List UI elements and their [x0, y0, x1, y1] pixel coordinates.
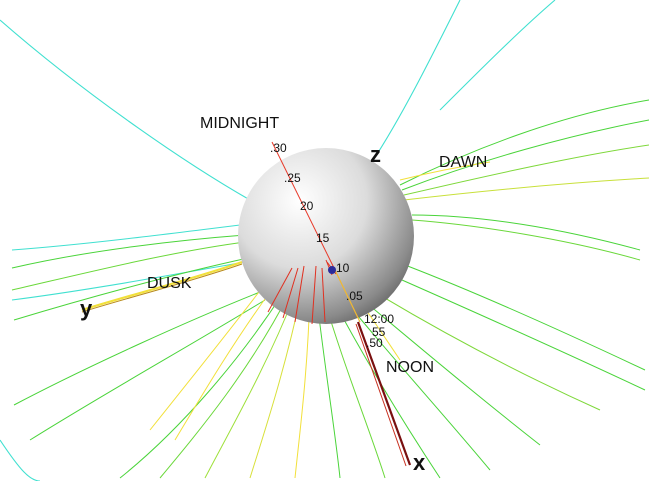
cyan-field-line — [0, 19, 251, 201]
dawn-field-line — [403, 177, 649, 201]
dusk-field-line — [11, 234, 246, 269]
dawn-field-line — [401, 279, 646, 391]
fan-field-line — [119, 289, 286, 479]
noon-track-dark — [356, 321, 412, 466]
time-tick: 12:00 — [364, 312, 394, 326]
time-tick: 15 — [316, 231, 330, 245]
midnight-label: MIDNIGHT — [200, 115, 279, 132]
fan-field-line — [354, 279, 601, 411]
fan-field-line — [159, 291, 291, 479]
fan-field-line — [174, 291, 271, 441]
time-tick: 10 — [336, 261, 350, 275]
dawn-field-line — [401, 119, 649, 191]
time-tick: 55 — [372, 325, 386, 339]
cyan-field-lines — [0, 0, 556, 481]
midnight-track — [271, 141, 335, 269]
time-tick: 20 — [300, 199, 314, 213]
dawn-field-line — [403, 144, 649, 196]
time-tick: .50 — [366, 336, 383, 350]
y-axis-label: y — [80, 296, 93, 321]
red-footprint-line — [294, 265, 305, 323]
noon-track-dark-edge — [355, 323, 407, 467]
dusk-field-line — [29, 299, 266, 441]
dusk-field-line — [11, 241, 246, 291]
spacecraft-marker — [328, 266, 336, 274]
dusk-field-lines — [11, 234, 266, 441]
red-footprint-line — [267, 267, 293, 313]
cyan-field-line — [0, 439, 41, 481]
dawn-field-lines — [399, 99, 649, 391]
fan-field-line — [204, 291, 297, 479]
dusk-field-line — [13, 257, 249, 321]
cyan-field-line — [439, 0, 556, 111]
cyan-field-line — [11, 261, 246, 301]
dawn-field-line — [404, 264, 646, 371]
dawn-label: DAWN — [439, 154, 487, 171]
cyan-field-line — [11, 224, 241, 251]
earth-sphere — [238, 148, 414, 324]
dawn-field-line — [411, 219, 641, 261]
dusk-field-line — [81, 260, 243, 312]
dawn-field-line — [411, 214, 641, 251]
cyan-field-line — [369, 0, 461, 166]
time-tick: .05 — [346, 289, 363, 303]
dawn-field-line — [399, 161, 491, 181]
time-tick: .30 — [270, 141, 287, 155]
red-footprint-line — [311, 265, 317, 325]
dawn-field-line — [399, 99, 649, 186]
fan-field-line — [149, 287, 263, 431]
dusk-field-line — [81, 263, 243, 313]
red-footprint-line — [321, 267, 326, 323]
dusk-label: DUSK — [147, 275, 192, 292]
time-tick: .25 — [284, 171, 301, 185]
noon-label: NOON — [386, 359, 434, 376]
x-axis-label: x — [413, 450, 426, 475]
noon-track-light — [333, 267, 361, 323]
z-axis-label: z — [370, 142, 381, 167]
dusk-field-line — [13, 291, 261, 406]
red-footprint-line — [282, 267, 299, 319]
